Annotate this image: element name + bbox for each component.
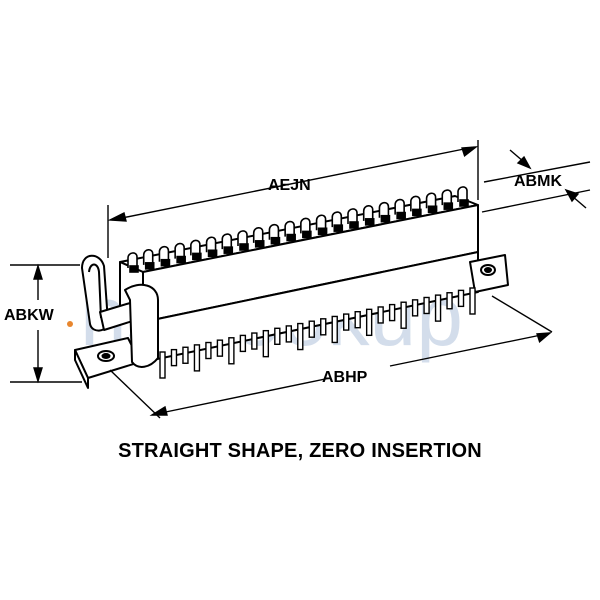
bottom-pin: [457, 289, 465, 308]
abhp-ext-right: [491, 295, 553, 333]
abkw-arrow-top: [33, 263, 43, 280]
bottom-pin: [365, 308, 373, 337]
top-contact: [347, 208, 359, 229]
top-contact: [284, 220, 296, 242]
bottom-pin: [400, 301, 407, 329]
dimension-lines: [10, 140, 591, 419]
bottom-pin: [159, 351, 166, 379]
top-contact: [362, 205, 375, 226]
aejn-dim-line: [111, 146, 475, 221]
top-contact: [221, 233, 234, 254]
right-mount-hole-inner: [484, 267, 492, 273]
bottom-pin: [274, 327, 281, 345]
top-contact: [237, 230, 249, 251]
dim-label-aejn: AEJN: [268, 177, 311, 194]
top-contacts: [127, 186, 469, 273]
bottom-pin: [388, 303, 396, 322]
top-contact: [394, 198, 406, 220]
bottom-pin: [446, 292, 453, 310]
bottom-pin: [320, 318, 327, 336]
bottom-pin: [170, 348, 178, 367]
top-contact: [331, 211, 344, 232]
abhp-ext-left: [109, 369, 161, 419]
bottom-pin: [205, 341, 212, 360]
bottom-pin: [262, 329, 270, 358]
abmk-arrow-lower: [564, 188, 580, 203]
bottom-pin: [228, 337, 235, 365]
top-contact: [190, 239, 202, 261]
bottom-pin: [434, 294, 442, 322]
bottom-pin: [297, 322, 304, 351]
top-contact: [127, 252, 139, 273]
dim-label-abmk: ABMK: [514, 173, 562, 190]
accent-dot: [67, 321, 73, 327]
top-contact: [457, 186, 469, 207]
bottom-pin: [469, 287, 476, 315]
bottom-pin: [193, 344, 201, 372]
bottom-pin: [423, 296, 430, 315]
top-contact: [205, 236, 218, 258]
abmk-ext-top: [483, 161, 591, 183]
dim-label-abhp: ABHP: [322, 369, 368, 386]
left-mount-hole-inner: [101, 353, 111, 359]
bottom-pin: [216, 339, 224, 357]
abhp-dim-line-left: [155, 377, 331, 415]
top-contact: [142, 249, 155, 270]
diagram-caption: STRAIGHT SHAPE, ZERO INSERTION: [118, 440, 482, 462]
bottom-pin: [331, 315, 338, 344]
top-contact: [174, 242, 186, 264]
bottom-pin: [308, 320, 315, 338]
abhp-arrow-left: [149, 405, 168, 416]
top-contact: [315, 214, 328, 236]
abhp-arrow-right: [536, 332, 553, 343]
top-contact: [158, 245, 171, 267]
abmk-arrow-upper: [516, 155, 532, 170]
top-contact: [300, 217, 312, 239]
latch-lever-inner: [88, 263, 102, 319]
top-contact: [425, 192, 438, 214]
bottom-pin: [251, 332, 258, 350]
left-mount-ear-side: [74, 349, 89, 389]
bottom-pin: [239, 334, 247, 353]
bottom-pin: [411, 299, 419, 317]
bottom-pin: [285, 325, 292, 343]
latch-housing: [124, 283, 159, 368]
abkw-arrow-bottom: [33, 367, 43, 384]
top-contact: [268, 223, 281, 245]
top-contact: [441, 189, 454, 210]
abhp-dim-line-right: [389, 333, 547, 367]
connector-body: [74, 195, 509, 389]
aejn-arrow-right: [461, 146, 479, 157]
bottom-pin: [354, 311, 361, 329]
aejn-arrow-left: [107, 211, 127, 222]
top-contact: [378, 201, 391, 223]
bottom-pin: [182, 346, 189, 364]
top-contact: [252, 227, 265, 248]
bottom-pins: [159, 287, 476, 379]
bottom-pin: [343, 313, 350, 331]
dim-label-abkw: ABKW: [4, 307, 55, 324]
bottom-pin: [377, 306, 384, 324]
top-contact: [410, 195, 422, 217]
